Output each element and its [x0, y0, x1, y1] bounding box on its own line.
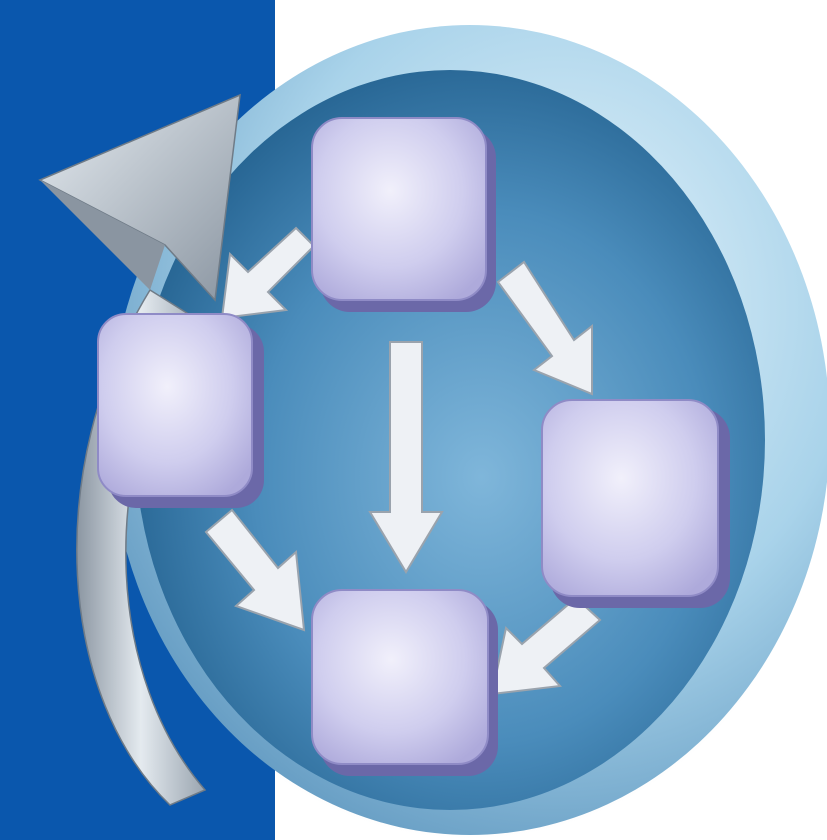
node-bottom: [312, 590, 498, 776]
node-left: [98, 314, 264, 508]
node-right: [542, 400, 730, 608]
node-top: [312, 118, 496, 312]
